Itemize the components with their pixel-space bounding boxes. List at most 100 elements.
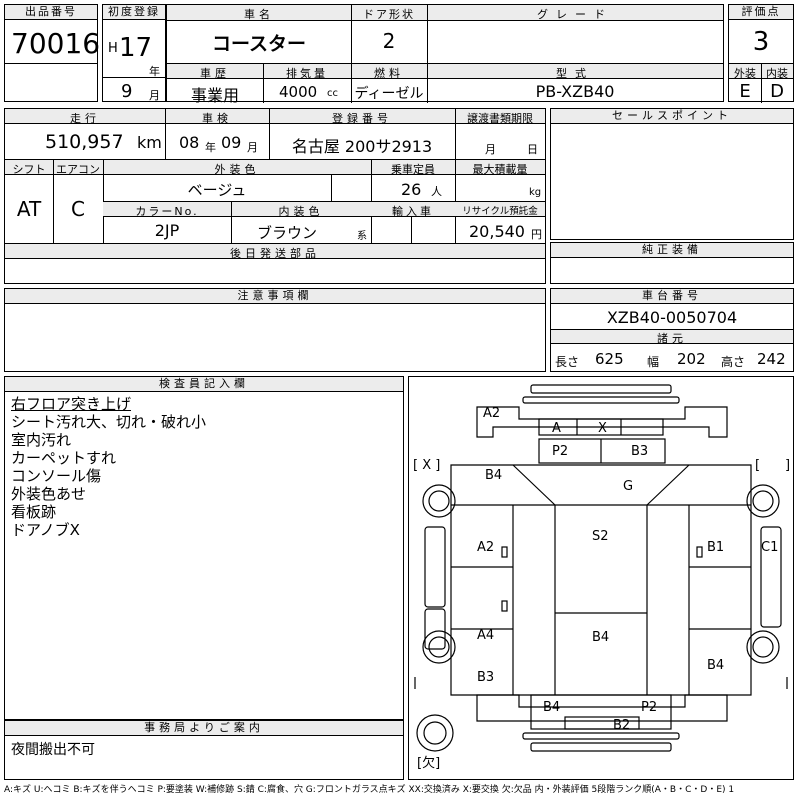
recycle: 20,540	[469, 222, 525, 241]
mark-rear-b4: B4	[543, 700, 560, 715]
exterior-score: E	[739, 81, 751, 102]
capacity: 26	[401, 180, 422, 199]
model: PB-XZB40	[535, 82, 615, 101]
note-item: 外装色あせ	[11, 485, 87, 503]
exterior-label: 外装	[734, 67, 756, 80]
note-item: 室内汚れ	[11, 431, 72, 449]
inspection-year: 08	[179, 133, 200, 152]
note-item: カーペットすれ	[11, 449, 117, 467]
shift-label: シフト	[12, 163, 46, 176]
legend: A:キズ U:ヘコミ B:キズを伴うヘコミ P:要塗装 W:補修跡 S:錆 C:…	[4, 785, 735, 795]
exterior-color: ベージュ	[187, 181, 247, 199]
displacement-label: 排気量	[286, 67, 328, 80]
interior-score: D	[770, 81, 784, 102]
width: 202	[677, 350, 706, 368]
interior-label: 内装	[766, 67, 788, 80]
score: 3	[752, 27, 770, 57]
top-info-box: 車名 ドア形状 グレード コースター 2 車歴 排気量 燃料 型式 事業用 40…	[166, 4, 724, 105]
mark-right-side: B1	[707, 540, 724, 555]
mileage: 510,957	[45, 131, 124, 153]
mark-rear-p2: P2	[641, 700, 657, 715]
plate: 名古屋 200サ2913	[291, 137, 433, 156]
lot-number-box: 出品番号 70016	[4, 4, 101, 102]
office-label: 事務局よりご案内	[5, 721, 403, 736]
width-label: 幅	[647, 355, 660, 369]
office-notice-box: 事務局よりご案内 夜間搬出不可	[4, 720, 404, 780]
note-item: コンソール傷	[11, 467, 102, 485]
displacement: 4000	[279, 83, 318, 101]
mark-hood-b3: B3	[631, 444, 648, 459]
capacity-label: 乗車定員	[391, 163, 435, 176]
month-unit: 月	[149, 89, 160, 102]
height: 242	[757, 350, 786, 368]
interior-color-unit: 系	[357, 231, 367, 242]
mark-right-rear: B4	[707, 658, 724, 673]
recycle-unit: 円	[531, 228, 542, 241]
fuel: ディーゼル	[354, 86, 424, 102]
transfer-label: 譲渡書類期限	[467, 112, 533, 125]
mark-right-tire-bracket-close: ]	[785, 458, 790, 473]
model-label: 型式	[556, 67, 594, 80]
parts-label: 後日発送部品	[230, 247, 320, 260]
mark-left-rear: A4	[477, 628, 494, 643]
mark-hood-p2: P2	[552, 444, 568, 459]
mark-left-tire-bracket: [ X ]	[413, 458, 440, 473]
history-label: 車歴	[200, 67, 230, 80]
length-label: 長さ	[555, 355, 580, 369]
transfer-month-unit: 月	[485, 143, 496, 156]
damage-diagram-box: A2 A X P2 B3 [ X ] [ ] B4 G S2 A2 B1 C1 …	[408, 376, 794, 780]
registration-month: 9	[121, 81, 133, 102]
inspector-notes: 右フロア突き上げ シート汚れ大、切れ・破れ小 室内汚れ カーペットすれ コンソー…	[11, 395, 206, 539]
color-no-label: カラーNo.	[135, 205, 199, 218]
mark-rear-b2: B2	[613, 718, 630, 733]
chassis-number: XZB40-0050704	[606, 308, 738, 327]
mark-windshield: G	[623, 479, 633, 494]
inspection-month: 09	[221, 133, 242, 152]
genuine-label: 純正装備	[551, 243, 793, 258]
genuine-equipment-box: 純正装備	[550, 242, 794, 284]
inspection-month-unit: 月	[247, 141, 258, 154]
door-type: 2	[382, 29, 396, 53]
ac: C	[71, 197, 85, 221]
mark-roof: S2	[592, 529, 609, 544]
color-no: 2JP	[154, 221, 180, 240]
note-item: シート汚れ大、切れ・破れ小	[11, 413, 207, 431]
recycle-label: リサイクル預託金	[462, 206, 538, 217]
ac-label: エアコン	[56, 163, 100, 176]
sales-point-box: セールスポイント	[550, 108, 794, 240]
fuel-label: 燃料	[374, 67, 404, 80]
import-label: 輸入車	[392, 205, 434, 218]
plate-label: 登録番号	[332, 112, 392, 125]
inspection-year-unit: 年	[205, 141, 216, 154]
mark-left-front: B4	[485, 468, 502, 483]
chassis-label: 車台番号	[551, 289, 793, 304]
office-note: 夜間搬出不可	[11, 742, 95, 758]
color-label: 外装色	[214, 163, 260, 176]
mark-right-outer: C1	[761, 540, 778, 555]
mark-center-rear: B4	[592, 630, 609, 645]
mark-spare-missing: [欠]	[417, 755, 440, 771]
interior-color: ブラウン	[257, 224, 318, 242]
year-unit: 年	[149, 65, 160, 78]
score-box: 評価点 3 外装 内装 E D	[728, 4, 794, 103]
transfer-day-unit: 日	[527, 143, 538, 156]
mark-right-tire-bracket: [	[755, 458, 760, 473]
first-registration-label: 初度登録	[103, 5, 165, 20]
note-item: ドアノブX	[11, 521, 80, 539]
sales-point-label: セールスポイント	[551, 109, 793, 124]
car-name-label: 車名	[244, 8, 274, 21]
shift: AT	[16, 197, 42, 221]
height-label: 高さ	[721, 355, 746, 369]
interior-color-label: 内装色	[278, 205, 324, 218]
length: 625	[595, 350, 624, 368]
mark-left-door: A2	[477, 540, 494, 555]
specs-label: 諸元	[657, 332, 687, 345]
mark-front-top: A2	[483, 406, 500, 421]
caution-box: 注意事項欄	[4, 288, 546, 372]
first-registration-box: 初度登録 H 17 年 9 月	[102, 4, 166, 102]
max-load-label: 最大積載量	[472, 163, 528, 176]
lot-number: 70016	[11, 27, 101, 60]
mark-grille-x: X	[598, 421, 607, 436]
registration-year: 17	[119, 33, 153, 63]
mark-left-bottom: B3	[477, 670, 494, 685]
